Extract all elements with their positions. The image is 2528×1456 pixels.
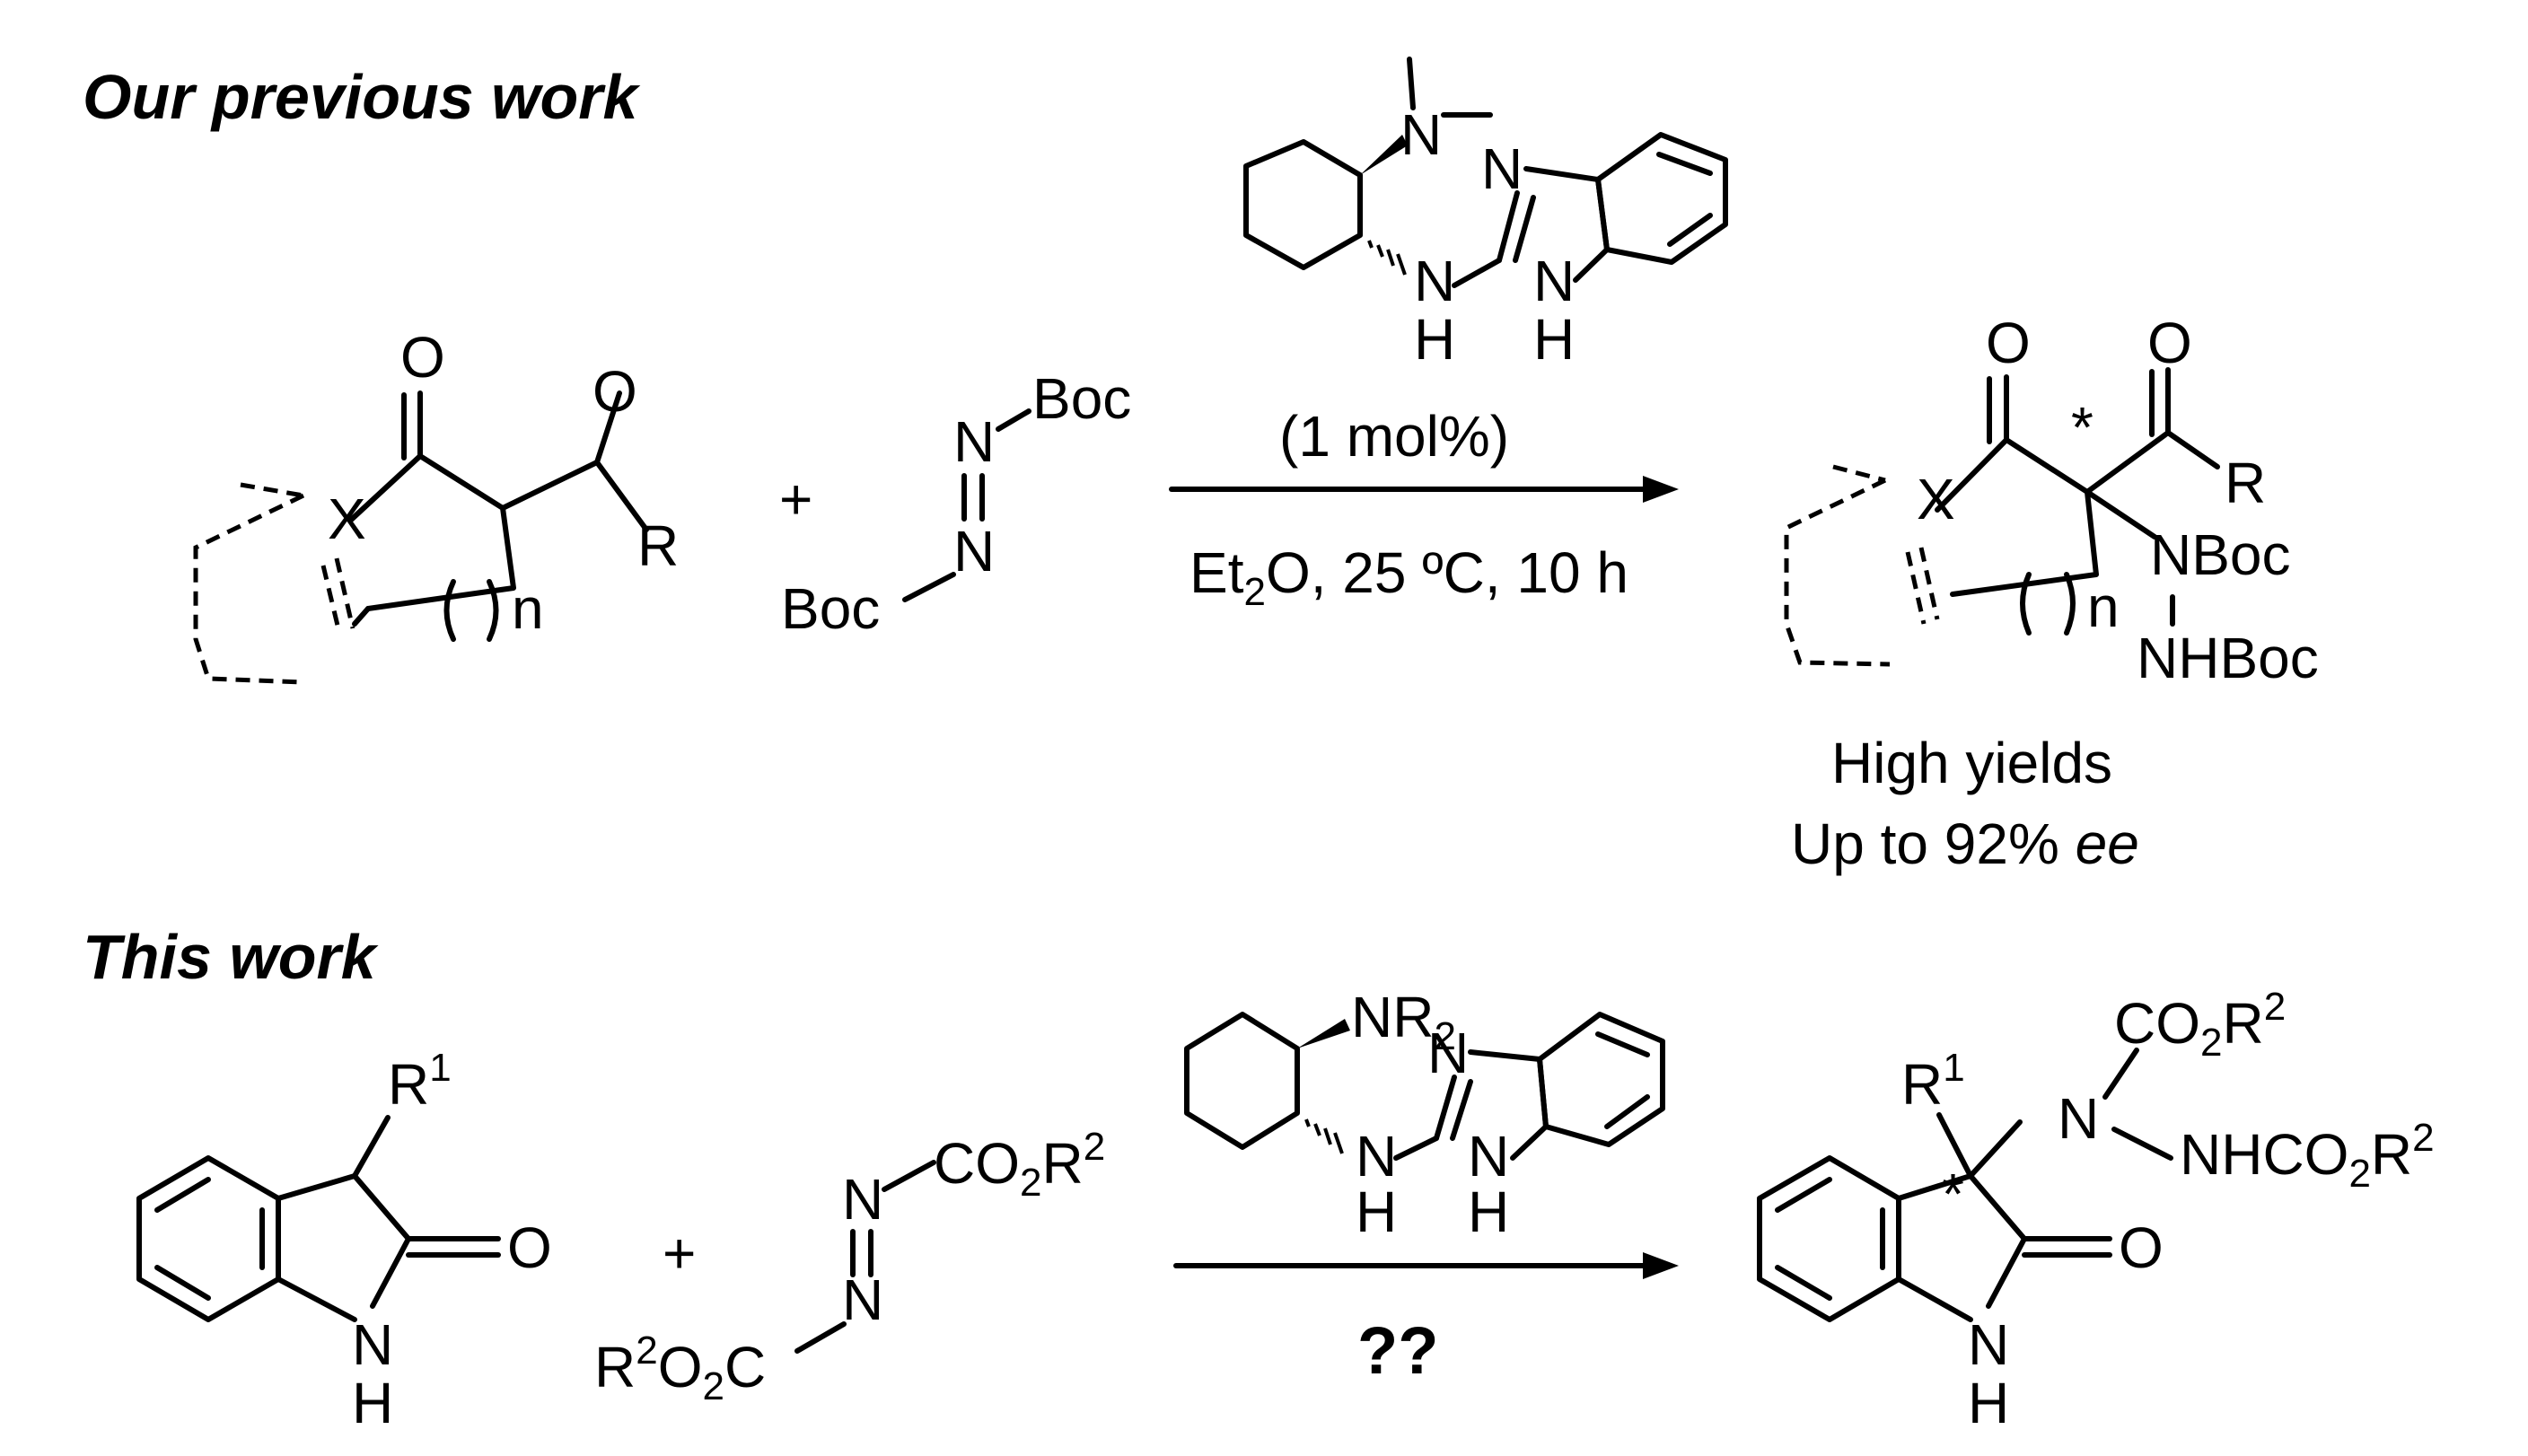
bottom-plus: + (663, 1221, 696, 1285)
this-work-title: This work (83, 922, 379, 992)
top-prod-r: R (2225, 451, 2266, 515)
bottom-cat-nh: N (1356, 1124, 1397, 1188)
top-cat-n-amine: N (1533, 249, 1575, 313)
previous-work-title: Our previous work (83, 62, 641, 132)
top-azo-boc1: Boc (1032, 366, 1131, 431)
bottom-product: R1 * N CO2R2 NHCO2R2 O N H (1757, 985, 2435, 1435)
bottom-prod-o: O (2119, 1215, 2164, 1280)
bottom-reaction-arrow (1173, 1252, 1679, 1279)
top-azo-n2: N (953, 519, 995, 583)
bottom-prod-star: * (1942, 1162, 1964, 1226)
top-cat-n-amine-h: H (1533, 307, 1575, 372)
bottom-sub-o: O (507, 1215, 552, 1280)
top-prod-x: X (1917, 467, 1955, 531)
top-substrate: O O X R n (193, 325, 679, 685)
bottom-azo-co2r2-top: CO2R2 (934, 1125, 1105, 1205)
bottom-sub-h: H (352, 1371, 393, 1435)
bottom-sub-n: N (352, 1312, 393, 1377)
top-conditions: Et2O, 25 ºC, 10 h (1189, 540, 1628, 614)
top-outcome-ee: Up to 92% ee (1791, 811, 2139, 876)
top-reaction-arrow (1169, 476, 1679, 503)
top-cat-nh: N (1414, 249, 1455, 313)
bottom-prod-n: N (2058, 1086, 2099, 1151)
bottom-catalyst: NR2 N H N N H (1184, 985, 1665, 1244)
bottom-prod-nh-n: N (1968, 1312, 2009, 1377)
bottom-cat-nr2: NR2 (1351, 985, 1456, 1058)
top-azo-n1: N (953, 409, 995, 474)
top-plus: + (779, 467, 812, 531)
top-cat-n-imine: N (1481, 136, 1523, 201)
top-sub-n: n (512, 576, 544, 641)
top-azo-boc2: Boc (781, 576, 880, 641)
top-prod-o1: O (1986, 311, 2031, 375)
top-sub-r: R (637, 513, 679, 578)
bottom-prod-co2r2: CO2R2 (2114, 985, 2286, 1065)
bottom-cat-n-amine-h: H (1468, 1180, 1509, 1244)
top-sub-x: X (328, 487, 366, 551)
bottom-prod-r1: R1 (1901, 1046, 1965, 1117)
top-cat-nme2: N (1400, 102, 1442, 167)
top-prod-n: n (2087, 575, 2120, 639)
top-outcome-yield: High yields (1831, 731, 2112, 795)
bottom-conditions-unknown: ?? (1357, 1313, 1438, 1388)
bottom-cat-n-imine: N (1427, 1021, 1469, 1085)
bottom-substrate: R1 O N H (136, 1046, 552, 1435)
top-sub-o1: O (400, 325, 445, 390)
bottom-cat-nh-h: H (1356, 1180, 1397, 1244)
bottom-prod-nhco2r2: NHCO2R2 (2180, 1116, 2435, 1196)
bottom-prod-nh-h: H (1968, 1371, 2009, 1435)
bottom-azo-reagent: N N CO2R2 R2O2C (594, 1125, 1105, 1408)
top-prod-star: * (2071, 395, 2094, 460)
top-catalyst-loading: (1 mol%) (1279, 404, 1509, 469)
top-prod-nboc: NBoc (2150, 522, 2291, 587)
bottom-sub-r1: R1 (388, 1046, 452, 1117)
bottom-azo-co2r2-bottom: R2O2C (594, 1329, 766, 1408)
top-prod-o2: O (2147, 311, 2192, 375)
top-catalyst: N N H N N H (1243, 57, 1728, 372)
top-cat-nh-h: H (1414, 307, 1455, 372)
bottom-azo-n2: N (842, 1267, 883, 1332)
top-prod-nhboc: NHBoc (2137, 626, 2319, 690)
top-sub-o2: O (592, 359, 637, 424)
top-product: O O * R X n NBoc NHBoc (1784, 311, 2319, 690)
top-azo-reagent: N N Boc Boc (781, 366, 1131, 641)
bottom-cat-n-amine: N (1468, 1124, 1509, 1188)
bottom-azo-n1: N (842, 1167, 883, 1232)
